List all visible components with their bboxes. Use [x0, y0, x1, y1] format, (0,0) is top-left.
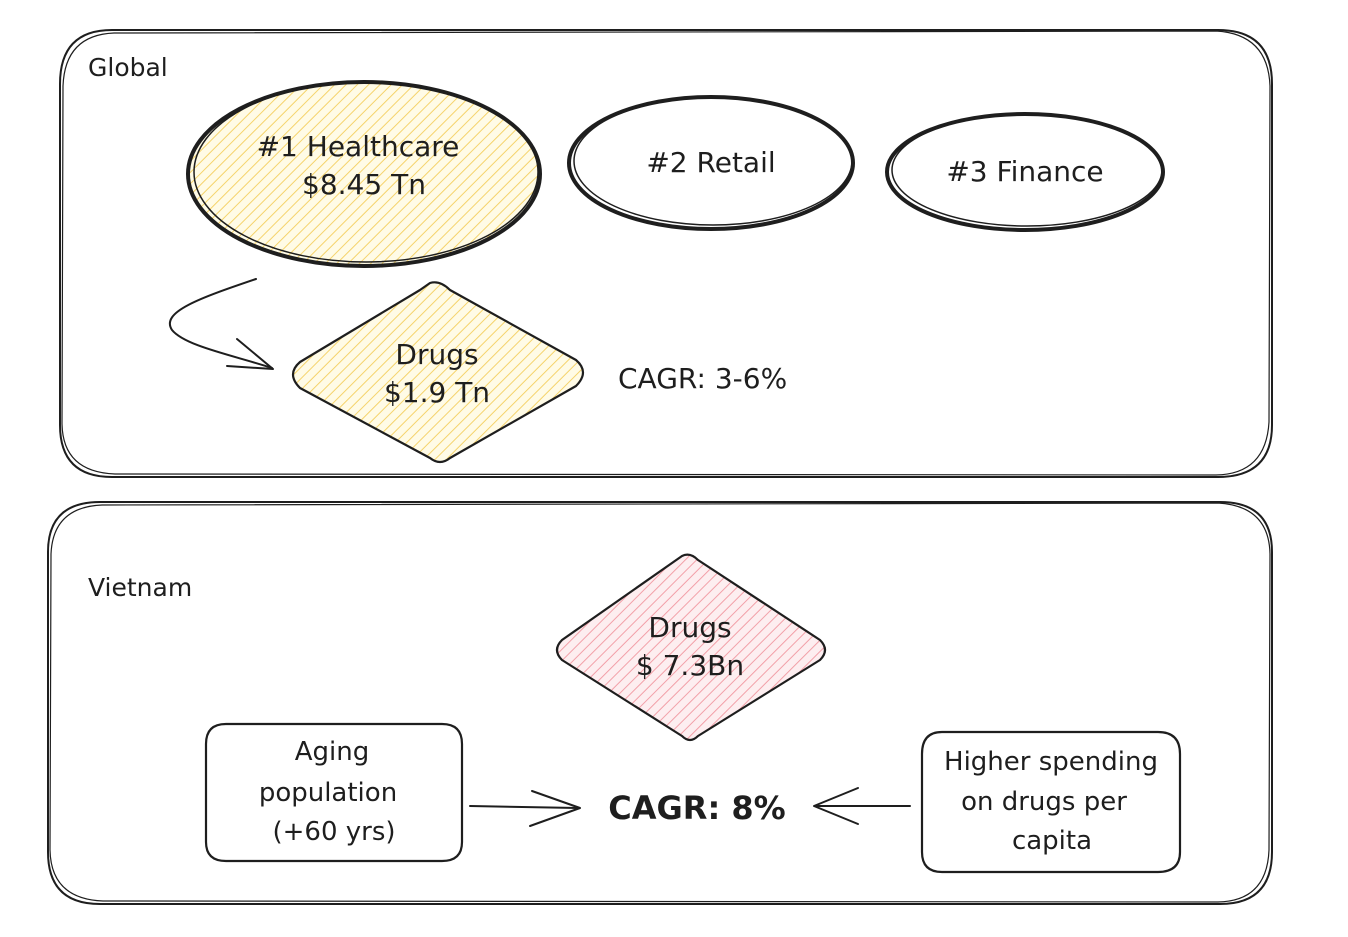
spending-line-2: on drugs per [961, 787, 1127, 817]
aging-line-1: Aging [295, 737, 370, 767]
healthcare-value: $8.45 Tn [302, 168, 426, 201]
sector-retail: #2 Retail [567, 95, 855, 231]
global-drugs-node: Drugs $1.9 Tn [291, 281, 585, 464]
vietnam-title: Vietnam [88, 573, 192, 602]
driver-box-spending: Higher spending on drugs per capita [920, 730, 1182, 874]
arrow-spending-to-cagr [813, 787, 911, 825]
sector-finance: #3 Finance [885, 112, 1165, 232]
global-drugs-label: Drugs [395, 338, 478, 371]
global-panel: Global [59, 29, 1273, 478]
retail-label: #2 Retail [646, 146, 775, 179]
driver-box-aging: Aging population (+60 yrs) [204, 722, 464, 863]
global-drugs-value: $1.9 Tn [384, 376, 490, 409]
vietnam-drugs-label: Drugs [648, 611, 731, 644]
vietnam-cagr: CAGR: 8% [608, 789, 785, 827]
arrow-healthcare-to-drugs [169, 278, 274, 370]
spending-line-1: Higher spending [944, 747, 1158, 777]
vietnam-panel: Vietnam [47, 501, 1273, 905]
healthcare-label: #1 Healthcare [257, 130, 460, 163]
sector-healthcare: #1 Healthcare $8.45 Tn [186, 80, 542, 268]
global-cagr: CAGR: 3-6% [618, 362, 787, 395]
spending-line-3: capita [1012, 826, 1092, 856]
aging-line-2: population [259, 778, 397, 808]
vietnam-drugs-node: Drugs $ 7.3Bn [555, 553, 827, 742]
global-title: Global [88, 53, 168, 82]
arrow-aging-to-cagr [469, 790, 581, 827]
finance-label: #3 Finance [946, 155, 1103, 188]
aging-line-3: (+60 yrs) [272, 817, 395, 847]
vietnam-drugs-value: $ 7.3Bn [636, 649, 744, 682]
